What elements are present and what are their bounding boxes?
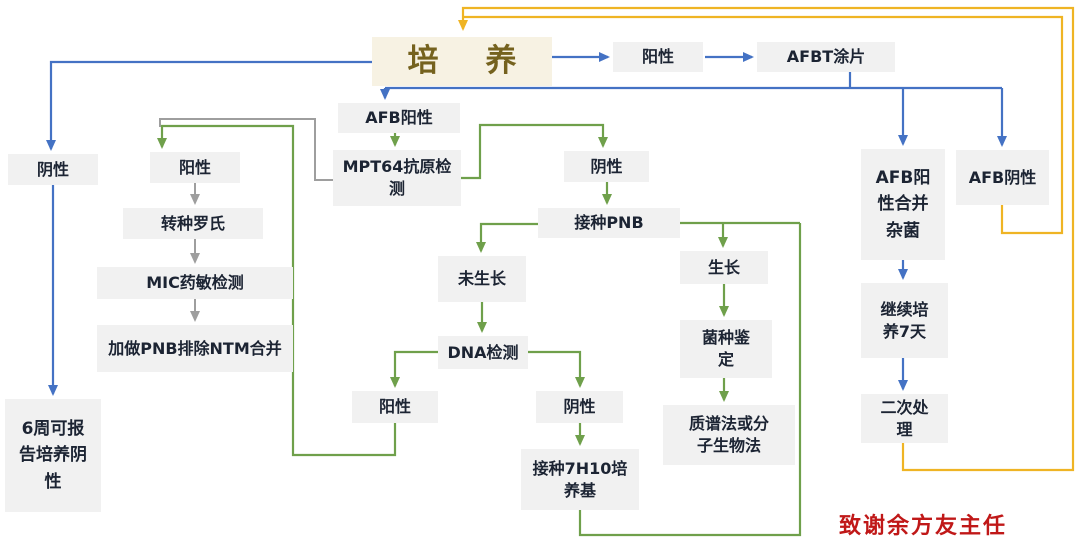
- node-positive-top: 阳性: [613, 42, 703, 72]
- node-second-treatment: 二次处 理: [861, 394, 948, 443]
- node-report-6w: 6周可报 告培养阴 性: [5, 399, 101, 512]
- edge-mpt64-to-negative-center: [461, 123, 608, 180]
- node-afb-negative: AFB阴性: [956, 150, 1049, 205]
- node-inoculate-7h10: 接种7H10培 养基: [521, 449, 639, 510]
- node-culture: 培 养: [372, 37, 552, 86]
- node-afb-pos-mixed: AFB阳 性合并 杂菌: [861, 149, 945, 260]
- node-add-pnb-ntm: 加做PNB排除NTM合并: [97, 325, 293, 372]
- edge-dna-test-to-dna-negative: [528, 350, 585, 388]
- edge-dna-positive-loop-to-positive-left: [157, 124, 397, 457]
- node-continue-7d: 继续培 养7天: [861, 283, 948, 358]
- edge-mpt64-to-positive-left: [159, 118, 333, 181]
- node-afbt-smear: AFBT涂片: [757, 42, 895, 72]
- edge-second-treatment-to-culture: [458, 6, 1075, 472]
- edge-culture-to-negative-left: [46, 60, 372, 151]
- credit-text: 致谢余方友主任: [839, 514, 1008, 539]
- edge-inoculate-pnb-to-no-growth: [476, 222, 538, 253]
- edge-dna-test-to-dna-positive: [390, 350, 438, 388]
- node-mic-ast: MIC药敏检测: [97, 267, 293, 299]
- node-negative-center: 阴性: [564, 151, 649, 182]
- node-dna-negative: 阴性: [536, 391, 623, 423]
- node-mpt64: MPT64抗原检 测: [333, 150, 461, 206]
- node-dna-positive: 阳性: [352, 391, 438, 423]
- edge-7h10-loop: [578, 223, 802, 537]
- node-growth: 生长: [680, 251, 768, 284]
- edge-afb-negative-to-culture: [464, 15, 1064, 235]
- node-positive-left: 阳性: [150, 152, 240, 183]
- node-transfer-lowenstein: 转种罗氏: [123, 208, 263, 239]
- node-negative-left: 阴性: [8, 154, 98, 185]
- node-strain-id: 菌种鉴 定: [680, 320, 772, 378]
- node-afb-positive: AFB阳性: [338, 103, 460, 133]
- node-inoculate-pnb: 接种PNB: [538, 208, 680, 238]
- node-ms-or-molecular: 质谱法或分 子生物法: [663, 405, 795, 465]
- node-dna-test: DNA检测: [438, 336, 528, 369]
- node-no-growth: 未生长: [438, 256, 526, 302]
